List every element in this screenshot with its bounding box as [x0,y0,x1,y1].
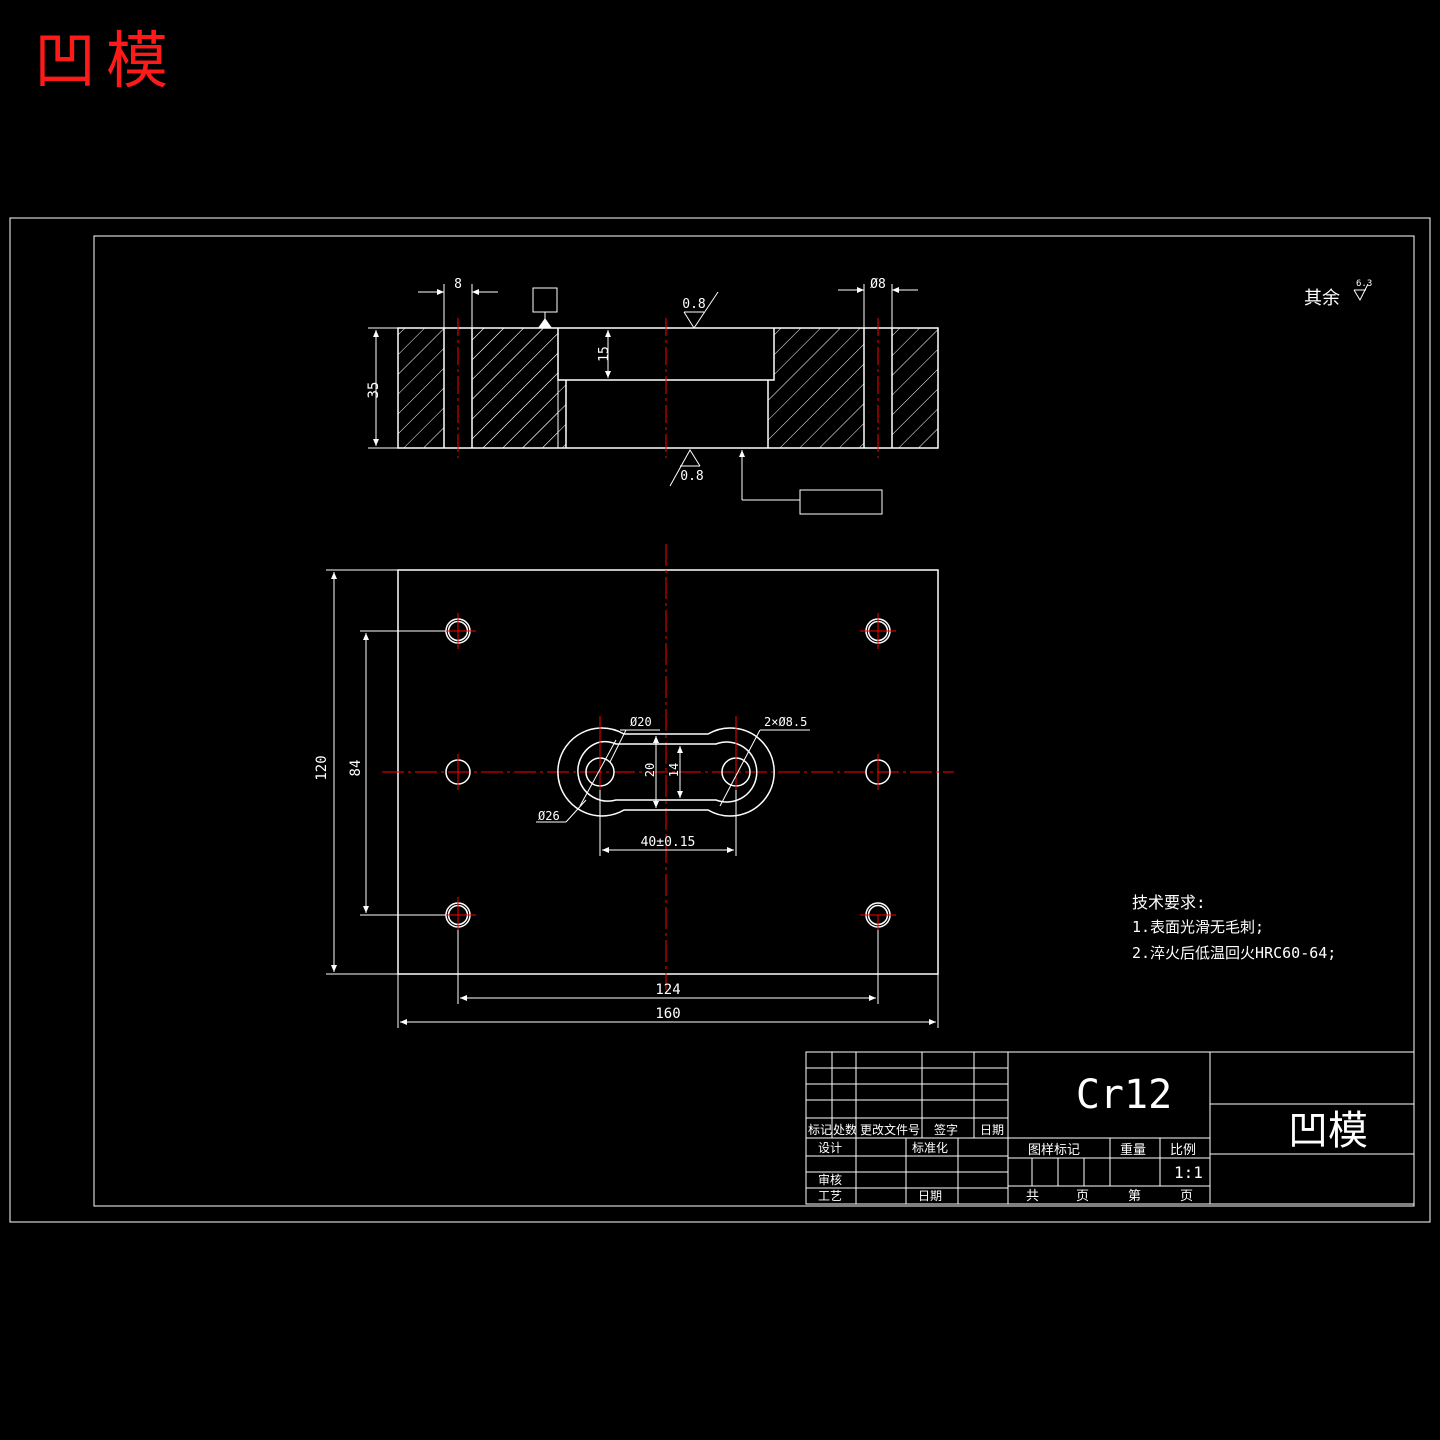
title-block [805,1051,1415,1205]
row-review: 审核 [818,1172,842,1187]
title-part-name: 凹模 [1288,1108,1368,1154]
header-mark: 标记 [808,1123,832,1137]
dim-left-hole: 8 [454,277,462,292]
page-title: 凹模 [34,24,179,97]
tech-item-2: 2.淬火后低温回火HRC60-64; [1132,944,1336,962]
row-design: 设计 [818,1141,842,1155]
label-page-2: 页 [1180,1189,1193,1204]
dim-thickness: 35 [366,382,382,399]
outer-border [9,217,1431,1223]
dim-width: 160 [655,1006,680,1022]
inner-border [93,235,1415,1207]
dim-holes: 2×Ø8.5 [764,715,807,729]
roughness-symbol-icon [1353,283,1369,302]
roughness-top: 0.8 [682,297,705,312]
dim-hole-spacing-h: 124 [655,982,680,998]
row-process: 工艺 [818,1189,842,1203]
title-material: Cr12 [1076,1072,1172,1118]
roughness-bottom: 0.8 [680,469,703,484]
header-date: 日期 [980,1123,1004,1137]
surface-note-label: 其余 [1304,288,1340,309]
tech-item-1: 1.表面光滑无毛刺; [1132,918,1264,936]
dim-hole-spacing-v: 84 [348,760,364,777]
header-sign: 签字 [934,1122,958,1137]
row-date: 日期 [918,1189,942,1203]
row-standardize: 标准化 [912,1141,948,1155]
dim-pocket-depth: 15 [597,346,612,362]
label-drawing-mark: 图样标记 [1028,1143,1080,1158]
dim-dia-26: Ø26 [538,809,560,823]
surface-note-value: 6.3 [1356,279,1372,289]
label-page: 页 [1076,1189,1089,1204]
header-change-doc: 更改文件号 [860,1122,920,1137]
dim-right-hole: Ø8 [870,277,886,292]
dim-center-distance: 40±0.15 [641,835,696,850]
label-total: 共 [1026,1189,1039,1204]
dim-dia-20: Ø20 [630,715,652,729]
dim-height: 120 [314,755,330,780]
label-sheet: 第 [1128,1189,1141,1204]
header-count: 处数 [833,1122,857,1137]
tech-heading: 技术要求: [1132,893,1206,912]
dim-slot-outer: 20 [643,763,657,777]
dim-slot-inner: 14 [667,763,681,777]
label-scale: 比例 [1170,1143,1196,1158]
plan-view [326,544,954,1028]
label-weight: 重量 [1120,1142,1146,1158]
section-view [368,284,939,515]
scale-value: 1:1 [1174,1163,1203,1182]
